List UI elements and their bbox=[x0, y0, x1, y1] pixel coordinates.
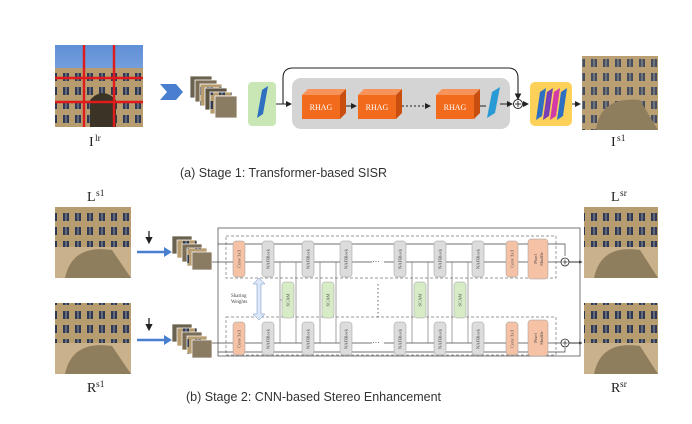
left-output-image bbox=[584, 207, 658, 278]
stage1: I lr RHAG bbox=[55, 45, 658, 180]
svg-text:NAFBlock: NAFBlock bbox=[266, 328, 271, 349]
left-pixel-shuffle: Pixel Shuffle bbox=[527, 238, 549, 280]
svg-text:Conv 3x3: Conv 3x3 bbox=[237, 329, 242, 348]
svg-text:NAFBlock: NAFBlock bbox=[438, 328, 443, 349]
svg-text:NAFBlock: NAFBlock bbox=[306, 248, 311, 269]
scam-module-2: SCAM bbox=[321, 281, 335, 319]
lr-input-sup: lr bbox=[95, 134, 102, 144]
svg-text:Conv 3x3: Conv 3x3 bbox=[510, 329, 515, 348]
svg-text:Conv 3x3: Conv 3x3 bbox=[237, 249, 242, 268]
svg-text:Sharing: Sharing bbox=[231, 294, 247, 299]
svg-text:RHAG: RHAG bbox=[444, 103, 467, 112]
svg-text:NAFBlock: NAFBlock bbox=[344, 328, 349, 349]
left-patch-stack bbox=[171, 235, 213, 271]
svg-text:RHAG: RHAG bbox=[310, 103, 333, 112]
stage1-caption: (a) Stage 1: Transformer-based SISR bbox=[180, 166, 387, 180]
stage2-caption: (b) Stage 2: CNN-based Stereo Enhancemen… bbox=[186, 390, 442, 404]
sharing-weights-indicator: Sharing Weights bbox=[231, 277, 266, 321]
right-output-image bbox=[584, 303, 658, 374]
right-output-label: R bbox=[611, 381, 621, 396]
left-nafblock-1: NAFBlock bbox=[261, 240, 275, 278]
svg-text:Shuffle: Shuffle bbox=[539, 331, 544, 344]
right-patch-stack bbox=[171, 323, 213, 359]
right-conv-out: Conv 3x3 bbox=[505, 321, 519, 356]
left-nafblock-5: NAFBlock bbox=[433, 240, 447, 278]
add-node-right bbox=[560, 338, 570, 348]
right-pixel-shuffle: Pixel Shuffle bbox=[527, 319, 549, 357]
right-nafblock-2: NAFBlock bbox=[301, 321, 315, 356]
left-conv-in: Conv 3x3 bbox=[232, 240, 246, 278]
left-nafblock-4: NAFBlock bbox=[393, 240, 407, 278]
svg-text:···: ··· bbox=[372, 257, 380, 266]
global-skip-connection bbox=[282, 67, 522, 104]
svg-text:NAFBlock: NAFBlock bbox=[438, 248, 443, 269]
left-nafblock-6: NAFBlock bbox=[471, 240, 485, 278]
right-output-sup: sr bbox=[620, 380, 628, 390]
scam-module-3: SCAM bbox=[413, 281, 427, 319]
left-input-sup: s1 bbox=[96, 189, 105, 199]
left-input-image bbox=[55, 207, 131, 278]
shallow-conv-plane bbox=[257, 86, 268, 118]
svg-text:NAFBlock: NAFBlock bbox=[398, 328, 403, 349]
svg-text:NAFBlock: NAFBlock bbox=[476, 248, 481, 269]
svg-text:SCAM: SCAM bbox=[286, 293, 291, 306]
left-input-label: L bbox=[87, 190, 96, 205]
left-conv-out: Conv 3x3 bbox=[505, 240, 519, 278]
svg-text:SCAM: SCAM bbox=[326, 293, 331, 306]
left-branch-frame bbox=[225, 235, 557, 279]
right-branch-frame bbox=[225, 316, 557, 356]
left-nafblock-3: NAFBlock bbox=[339, 240, 353, 278]
rhag-block-3: RHAG bbox=[436, 89, 480, 119]
svg-text:RHAG: RHAG bbox=[366, 103, 389, 112]
right-input-image bbox=[55, 303, 131, 374]
svg-text:···: ··· bbox=[372, 338, 380, 347]
rhag-block-2: RHAG bbox=[358, 89, 402, 119]
scam-module-4: SCAM bbox=[453, 281, 467, 319]
right-nafblock-3: NAFBlock bbox=[339, 321, 353, 356]
svg-text:NAFBlock: NAFBlock bbox=[306, 328, 311, 349]
svg-text:NAFBlock: NAFBlock bbox=[266, 248, 271, 269]
rhag-block-1: RHAG bbox=[302, 89, 346, 119]
right-nafblock-5: NAFBlock bbox=[433, 321, 447, 356]
stereo-network-frame bbox=[217, 227, 581, 357]
patch-split-arrow bbox=[160, 84, 183, 100]
patch-stack bbox=[189, 75, 238, 119]
left-output-label: L bbox=[611, 190, 620, 205]
lr-input-image bbox=[55, 45, 143, 127]
right-conv-in: Conv 3x3 bbox=[232, 321, 246, 356]
left-output-sup: sr bbox=[620, 189, 628, 199]
scam-module-1: SCAM bbox=[281, 281, 295, 319]
svg-text:Conv 3x3: Conv 3x3 bbox=[510, 249, 515, 268]
right-nafblock-6: NAFBlock bbox=[471, 321, 485, 356]
right-input-sup: s1 bbox=[96, 380, 105, 390]
add-node-stage1 bbox=[513, 99, 523, 109]
right-nafblock-4: NAFBlock bbox=[393, 321, 407, 356]
svg-text:SCAM: SCAM bbox=[458, 293, 463, 306]
svg-text:Pixel: Pixel bbox=[533, 333, 538, 343]
stage1-output-label: I bbox=[611, 135, 616, 150]
svg-text:NAFBlock: NAFBlock bbox=[476, 328, 481, 349]
add-node-left bbox=[560, 257, 570, 267]
lr-input-label: I bbox=[89, 135, 94, 150]
stage1-output-image bbox=[582, 56, 658, 130]
right-nafblock-1: NAFBlock bbox=[261, 321, 275, 356]
svg-text:Weights: Weights bbox=[231, 300, 247, 305]
post-conv-plane bbox=[487, 87, 500, 118]
svg-text:NAFBlock: NAFBlock bbox=[344, 248, 349, 269]
right-input-label: R bbox=[87, 381, 97, 396]
left-nafblock-2: NAFBlock bbox=[301, 240, 315, 278]
svg-text:NAFBlock: NAFBlock bbox=[398, 248, 403, 269]
svg-text:Pixel: Pixel bbox=[533, 254, 538, 264]
svg-text:SCAM: SCAM bbox=[418, 293, 423, 306]
reconstruction-block bbox=[530, 82, 572, 126]
stage1-output-sup: s1 bbox=[617, 134, 626, 144]
stage2: L s1 R s1 bbox=[55, 189, 658, 404]
svg-text:Shuffle: Shuffle bbox=[539, 252, 544, 265]
